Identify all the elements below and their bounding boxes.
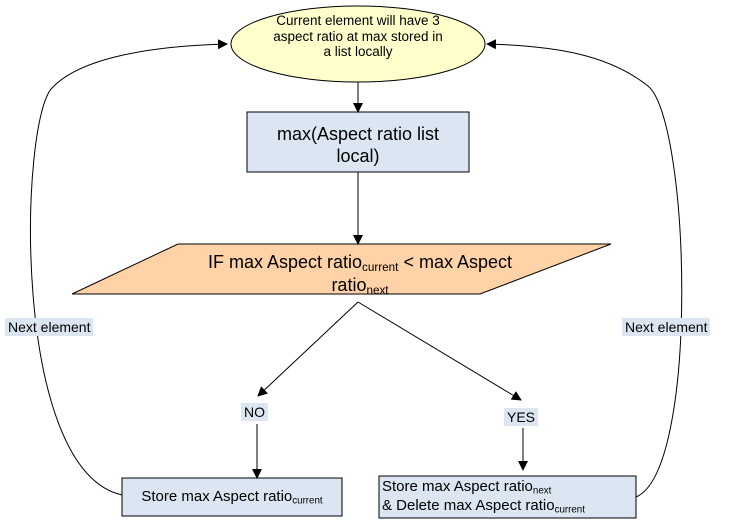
store-next-line-2-sub: current (554, 504, 585, 516)
loop-right-connector (486, 39, 683, 498)
decision-line-2-prefix: ratio (331, 274, 367, 295)
arrow-decision-to-no (257, 301, 359, 397)
store-next-line-1-sub: next (532, 485, 552, 497)
max-line-1: max(Aspect ratio list (276, 124, 440, 144)
start-node-text: Current element will have 3 aspect ratio… (248, 13, 468, 60)
store-current-sub: current (292, 495, 323, 507)
store-next-rect (378, 475, 637, 519)
max-line-2: local) (336, 145, 380, 166)
start-line-1: Current element will have 3 (276, 13, 440, 28)
no-label: NO (241, 403, 268, 421)
arrow-decision-to-yes (357, 301, 522, 401)
decision-node-text: IF max Aspect ratiocurrent < max Aspect … (140, 251, 580, 296)
next-element-left-label: Next element (5, 318, 94, 336)
start-line-3: a list locally (323, 44, 393, 60)
store-next-line-1-prefix: Store max Aspect ratio (382, 478, 533, 495)
max-box-rect (246, 111, 470, 173)
loop-left-connector (30, 39, 228, 496)
decision-line-2-sub: next (366, 283, 389, 297)
start-line-2: aspect ratio at max stored in (273, 28, 443, 44)
max-node-text: max(Aspect ratio list local) (250, 124, 466, 167)
next-element-right-label: Next element (622, 318, 711, 336)
decision-line-1-prefix: IF max Aspect ratio (207, 252, 363, 272)
yes-label: YES (504, 408, 539, 426)
store-next-line-2-prefix: & Delete max Aspect ratio (382, 496, 555, 514)
decision-line-1-suffix: < max Aspect (398, 252, 512, 272)
decision-parallelogram (71, 243, 612, 295)
store-current-rect (121, 477, 343, 517)
store-next-line-2: & Delete max Aspect ratiocurrent (382, 497, 632, 516)
decision-line-1: IF max Aspect ratiocurrent < max Aspect (140, 251, 580, 274)
store-next-text: Store max Aspect rationext & Delete max … (382, 478, 632, 516)
store-current-prefix: Store max Aspect ratio (141, 488, 293, 505)
store-current-text: Store max Aspect ratiocurrent (122, 488, 342, 507)
decision-line-2: rationext (140, 274, 580, 297)
decision-line-1-sub: current (362, 260, 399, 274)
store-next-line-1: Store max Aspect rationext (382, 478, 632, 497)
